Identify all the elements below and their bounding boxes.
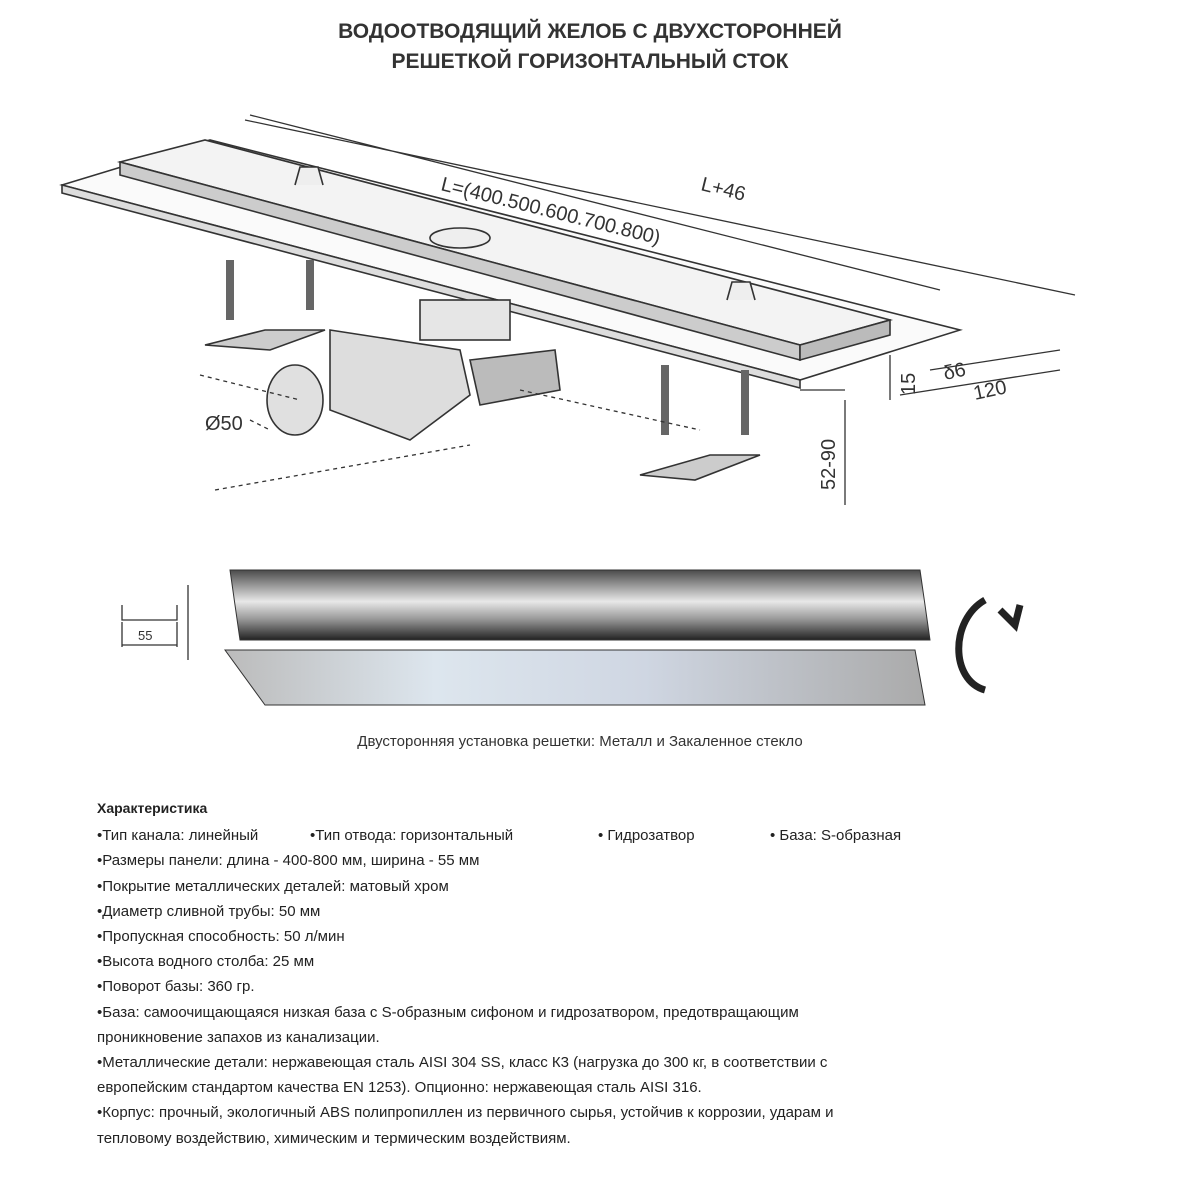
thickness-dimension: δ6 [941,359,967,385]
spec-line: проникновение запахов из канализации. [97,1028,380,1046]
pipe-diameter-dimension: Ø50 [205,413,243,435]
drain-channel [59,139,963,481]
spec-line: •Поворот базы: 360 гр. [97,978,255,996]
specifications: Характеристика •Тип канала: линейный•Тип… [97,796,901,1151]
spec-base: • База: S-образная [770,827,902,845]
spec-line: •Пропускная способность: 50 л/мин [97,928,345,946]
spec-line: •Металлические детали: нержавеющая сталь… [97,1054,828,1072]
rotate-arrow-icon [955,596,1024,694]
spec-line: •Корпус: прочный, экологичный ABS полипр… [97,1104,834,1122]
spec-line: европейским стандартом качества EN 1253)… [97,1079,702,1097]
specs-heading: Характеристика [97,800,208,816]
spec-channel-type: •Тип канала: линейный [97,827,259,845]
grate-profile [121,585,189,660]
spec-water-seal: • Гидрозатвор [598,827,695,845]
width-dimension: 120 [971,376,1008,404]
spec-outlet-type: •Тип отвода: горизонтальный [310,827,514,845]
total-length-dimension: L+46 [699,174,748,206]
title-line-2: РЕШЕТКОЙ ГОРИЗОНТАЛЬНЫЙ СТОК [391,50,789,73]
spec-line: тепловому воздействию, химическим и терм… [97,1129,571,1147]
metal-grate [229,569,931,641]
dimension-lines [199,114,1076,505]
spec-line: •База: самоочищающаяся низкая база с S-о… [97,1003,799,1021]
glass-grate [224,649,926,706]
height-dimension: 15 [898,373,920,395]
title-line-1: ВОДООТВОДЯЩИЙ ЖЕЛОБ С ДВУХСТОРОННЕЙ [338,20,842,43]
spec-line: •Диаметр сливной трубы: 50 мм [97,902,321,920]
drain-drawing: L=(400.500.600.700.800) L+46 Ø50 15 δ6 1… [59,114,1076,706]
specs-row-1: •Тип канала: линейный •Тип отвода: горизо… [97,823,901,848]
grate-width-dimension: 55 [138,628,152,643]
spec-line: •Покрытие металлических деталей: матовый… [97,877,449,895]
spec-line: •Размеры панели: длина - 400-800 мм, шир… [97,852,480,870]
spec-line: •Высота водного столба: 25 мм [97,953,315,971]
grate-caption: Двусторонняя установка решетки: Металл и… [357,733,803,750]
leg-height-dimension: 52-90 [818,439,840,490]
